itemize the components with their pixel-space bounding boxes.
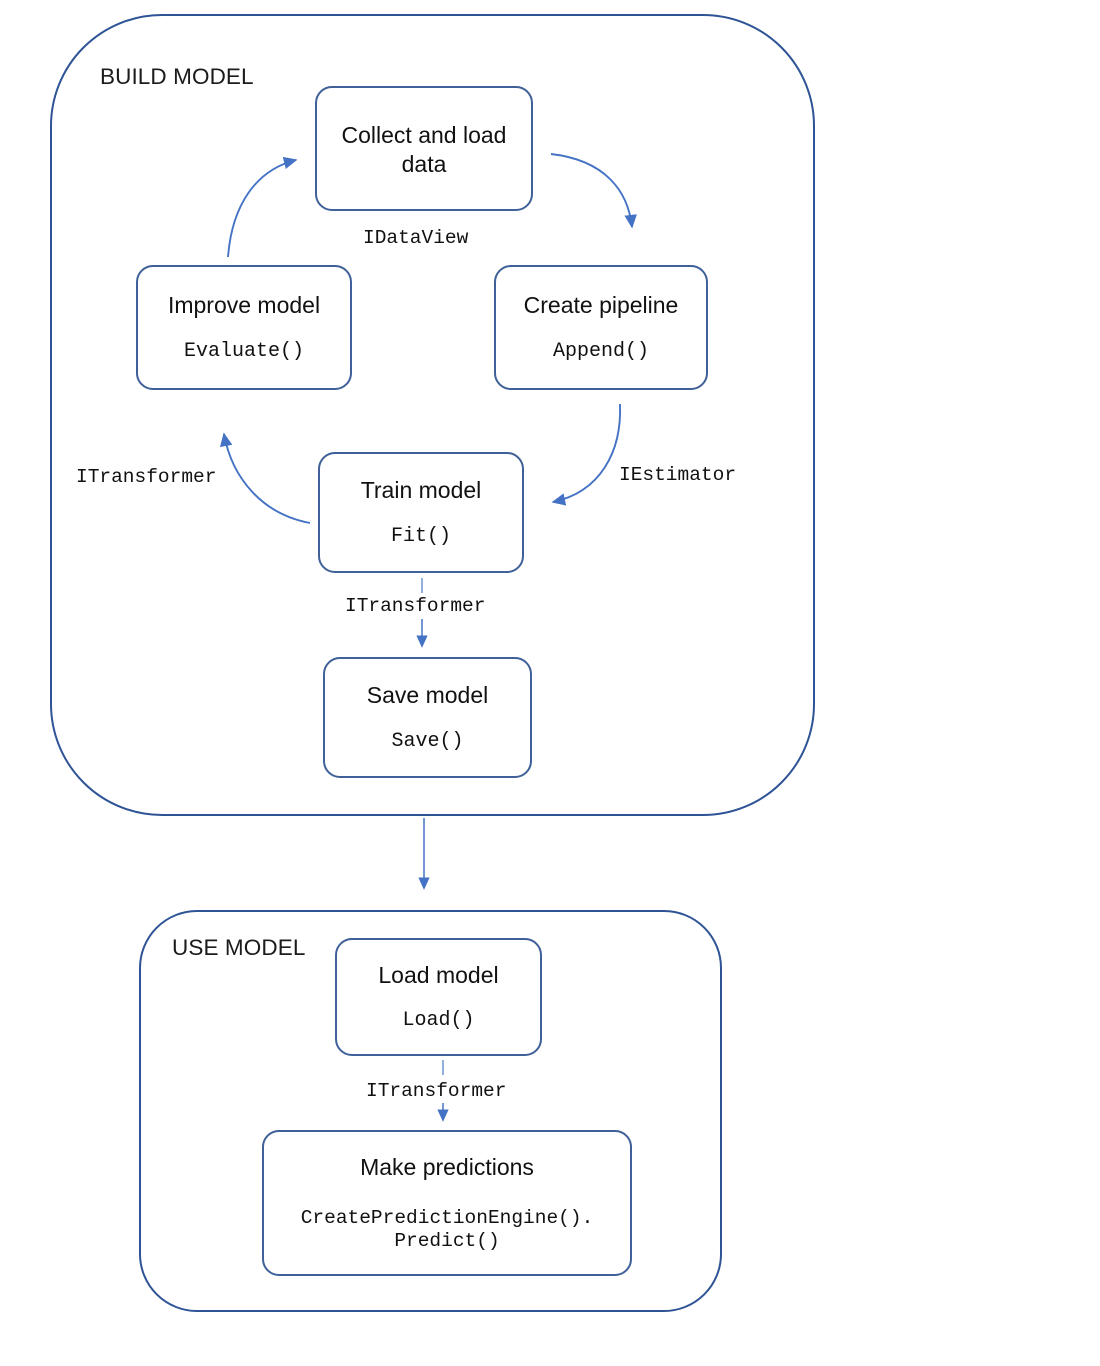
node-create-pipeline[interactable]: Create pipeline Append() bbox=[494, 265, 708, 390]
node-train-title: Train model bbox=[360, 477, 482, 504]
node-load-model[interactable]: Load model Load() bbox=[335, 938, 542, 1056]
node-collect-title: Collect and load data bbox=[341, 122, 507, 177]
edge-label-idataview: IDataView bbox=[363, 227, 469, 249]
node-pipeline-api: Append() bbox=[552, 339, 649, 363]
build-model-title: BUILD MODEL bbox=[100, 64, 254, 89]
build-model-container bbox=[50, 14, 815, 816]
node-train-api: Fit() bbox=[390, 524, 451, 548]
use-model-title: USE MODEL bbox=[172, 935, 306, 960]
node-improve-model[interactable]: Improve model Evaluate() bbox=[136, 265, 352, 390]
edge-label-iestimator: IEstimator bbox=[619, 464, 737, 486]
node-train-model[interactable]: Train model Fit() bbox=[318, 452, 524, 573]
node-load-api: Load() bbox=[402, 1009, 475, 1033]
node-load-title: Load model bbox=[378, 961, 499, 988]
node-improve-title: Improve model bbox=[167, 292, 321, 319]
node-save-api: Save() bbox=[391, 729, 464, 753]
node-predict-title: Make predictions bbox=[360, 1153, 534, 1180]
node-improve-api: Evaluate() bbox=[183, 339, 305, 363]
node-save-title: Save model bbox=[366, 682, 489, 709]
use-model-container bbox=[139, 910, 722, 1312]
node-save-model[interactable]: Save model Save() bbox=[323, 657, 532, 778]
node-pipeline-title: Create pipeline bbox=[523, 292, 679, 319]
node-predict-api: CreatePredictionEngine(). Predict() bbox=[300, 1206, 594, 1253]
node-make-predictions[interactable]: Make predictions CreatePredictionEngine(… bbox=[262, 1130, 632, 1276]
edge-label-itransformer-load-to-predict: ITransformer bbox=[366, 1080, 507, 1102]
edge-label-itransformer-train-to-save: ITransformer bbox=[345, 595, 486, 617]
edge-label-itransformer-train-to-improve: ITransformer bbox=[76, 466, 217, 488]
node-collect-and-load-data[interactable]: Collect and load data bbox=[315, 86, 533, 211]
